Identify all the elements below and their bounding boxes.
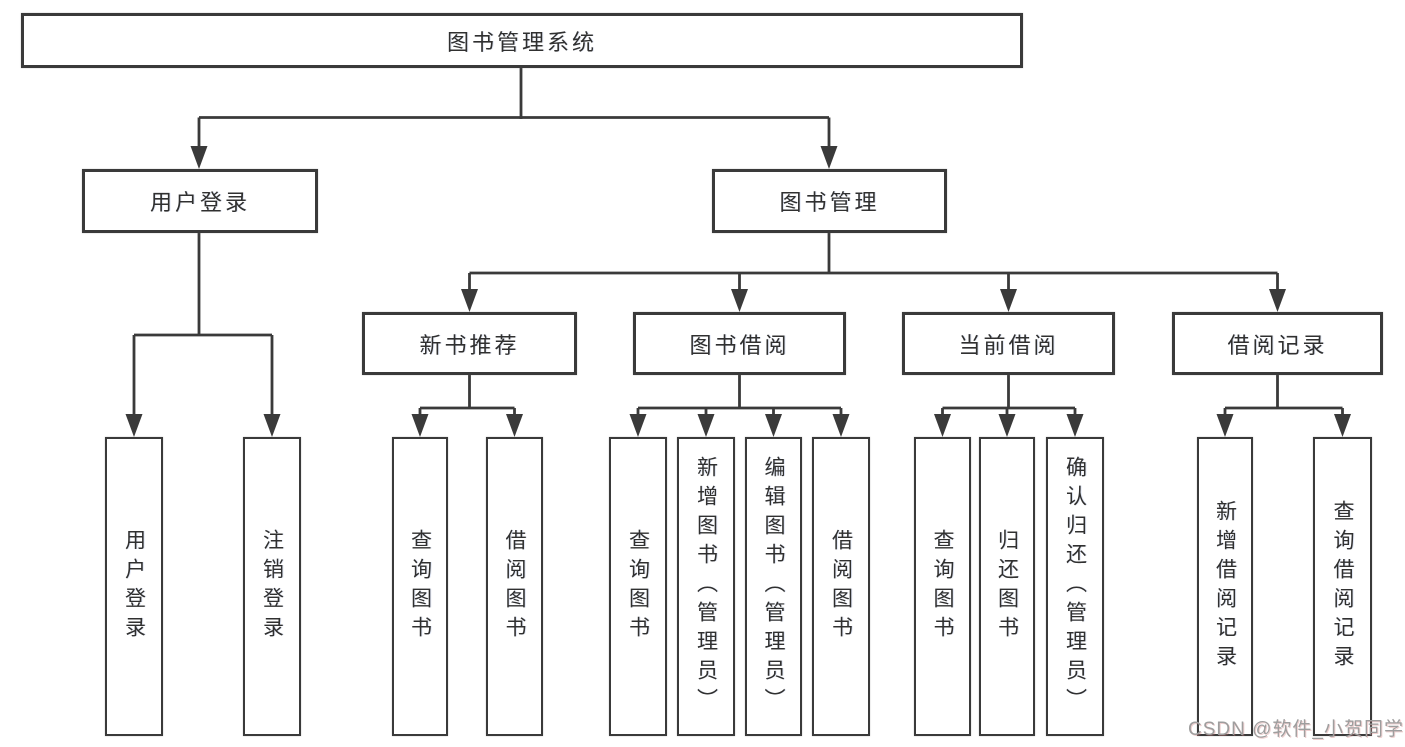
leaf-query-books-borrowing-label: 查询图书 <box>626 528 650 645</box>
leaf-confirm-return-admin: 确认归还（管理员） <box>1046 437 1104 736</box>
leaf-borrow-books-recommend: 借阅图书 <box>486 437 543 736</box>
leaf-borrow-books-borrowing-label: 借阅图书 <box>829 528 853 645</box>
node-root-label: 图书管理系统 <box>446 29 597 55</box>
leaf-return-books-label: 归还图书 <box>995 528 1019 645</box>
leaf-add-borrow-record: 新增借阅记录 <box>1197 437 1253 736</box>
node-new-book-recommendation: 新书推荐 <box>362 312 577 375</box>
leaf-add-books-admin-label: 新增图书（管理员） <box>694 456 718 717</box>
leaf-query-books-borrowing: 查询图书 <box>609 437 667 736</box>
leaf-return-books: 归还图书 <box>979 437 1035 736</box>
leaf-logout: 注销登录 <box>243 437 301 736</box>
leaf-borrow-books-recommend-label: 借阅图书 <box>503 528 526 645</box>
leaf-query-borrow-record-label: 查询借阅记录 <box>1331 499 1354 674</box>
leaf-user-login: 用户登录 <box>105 437 163 736</box>
node-book-management: 图书管理 <box>712 169 947 233</box>
node-borrowing-records-label: 借阅记录 <box>1227 332 1328 358</box>
leaf-edit-books-admin-label: 编辑图书（管理员） <box>762 456 785 717</box>
leaf-query-books-current-label: 查询图书 <box>931 528 954 645</box>
node-user-login-label: 用户登录 <box>149 190 250 215</box>
node-current-borrowing-label: 当前借阅 <box>958 332 1059 358</box>
node-new-book-recommendation-label: 新书推荐 <box>419 332 520 358</box>
leaf-query-books-current: 查询图书 <box>914 437 971 736</box>
node-root: 图书管理系统 <box>21 13 1023 68</box>
node-borrowing-records: 借阅记录 <box>1172 312 1383 375</box>
leaf-confirm-return-admin-label: 确认归还（管理员） <box>1063 456 1087 717</box>
leaf-user-login-label: 用户登录 <box>122 528 146 645</box>
node-book-borrowing-label: 图书借阅 <box>689 332 790 358</box>
node-book-management-label: 图书管理 <box>779 190 880 215</box>
leaf-query-books-recommend-label: 查询图书 <box>408 528 432 645</box>
leaf-add-borrow-record-label: 新增借阅记录 <box>1213 499 1237 674</box>
connector-lines <box>132 66 1344 419</box>
leaf-logout-label: 注销登录 <box>260 528 284 645</box>
node-current-borrowing: 当前借阅 <box>902 312 1115 375</box>
arrowheads <box>125 146 1351 437</box>
leaf-edit-books-admin: 编辑图书（管理员） <box>745 437 802 736</box>
node-book-borrowing: 图书借阅 <box>633 312 846 375</box>
leaf-add-books-admin: 新增图书（管理员） <box>677 437 735 736</box>
leaf-query-borrow-record: 查询借阅记录 <box>1313 437 1372 736</box>
csdn-watermark: CSDN @软件_小贺同学 <box>1188 719 1404 740</box>
leaf-query-books-recommend: 查询图书 <box>392 437 448 736</box>
node-user-login: 用户登录 <box>82 169 318 233</box>
leaf-borrow-books-borrowing: 借阅图书 <box>812 437 870 736</box>
